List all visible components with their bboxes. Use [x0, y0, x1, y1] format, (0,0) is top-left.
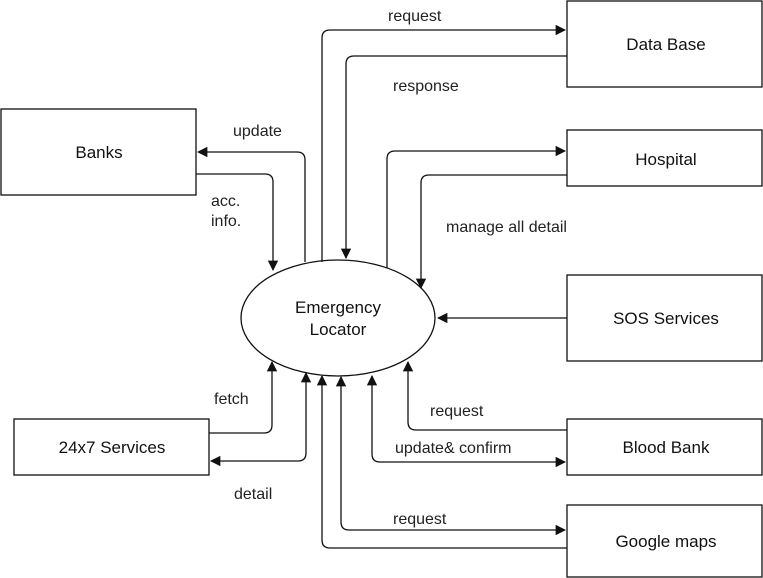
edge-banks-acc-label-line1: acc.: [211, 193, 240, 210]
edge-db-response: [340, 55, 567, 260]
edge-banks-acc-info: [196, 173, 279, 272]
hospital-label: Hospital: [635, 150, 696, 169]
emergency-locator-label-line2: Locator: [310, 320, 367, 339]
blood-bank-box: [566, 418, 763, 476]
edge-bloodbank-update-label: update& confirm: [395, 440, 512, 457]
emergency-locator-label-line1: Emergency: [295, 298, 381, 317]
edge-services-detail-label: detail: [234, 486, 272, 503]
edge-hospital-manage: [415, 174, 567, 290]
edge-banks-update-label: update: [233, 123, 282, 140]
database-box: [566, 0, 763, 88]
edge-banks-update: [196, 146, 306, 262]
edge-banks-acc-label-line2: info.: [211, 213, 241, 230]
services-24x7-box: [13, 418, 210, 476]
google-maps-label: Google maps: [615, 532, 716, 551]
google-maps-box: [566, 504, 763, 578]
database-label: Data Base: [626, 35, 705, 54]
sos-services-label: SOS Services: [613, 309, 719, 328]
edge-db-request-label: request: [388, 8, 442, 25]
banks-label: Banks: [75, 143, 122, 162]
edge-maps-request-label: request: [393, 511, 447, 528]
edge-hospital-manage-label: manage all detail: [446, 219, 567, 236]
edge-maps-response: [316, 374, 567, 549]
blood-bank-label: Blood Bank: [623, 438, 710, 457]
hospital-box: [566, 129, 763, 187]
services-24x7-label: 24x7 Services: [59, 438, 166, 457]
edge-bloodbank-request-label: request: [430, 403, 484, 420]
edge-db-request: [321, 24, 567, 262]
banks-box: [0, 108, 197, 196]
edge-maps-request: [335, 375, 567, 536]
edge-services-fetch-label: fetch: [214, 391, 249, 408]
edge-db-response-label: response: [393, 78, 459, 95]
emergency-locator-node: [240, 259, 436, 377]
edge-hospital-request: [386, 145, 567, 268]
edge-services-detail: [209, 371, 312, 467]
sos-services-box: [566, 274, 763, 362]
